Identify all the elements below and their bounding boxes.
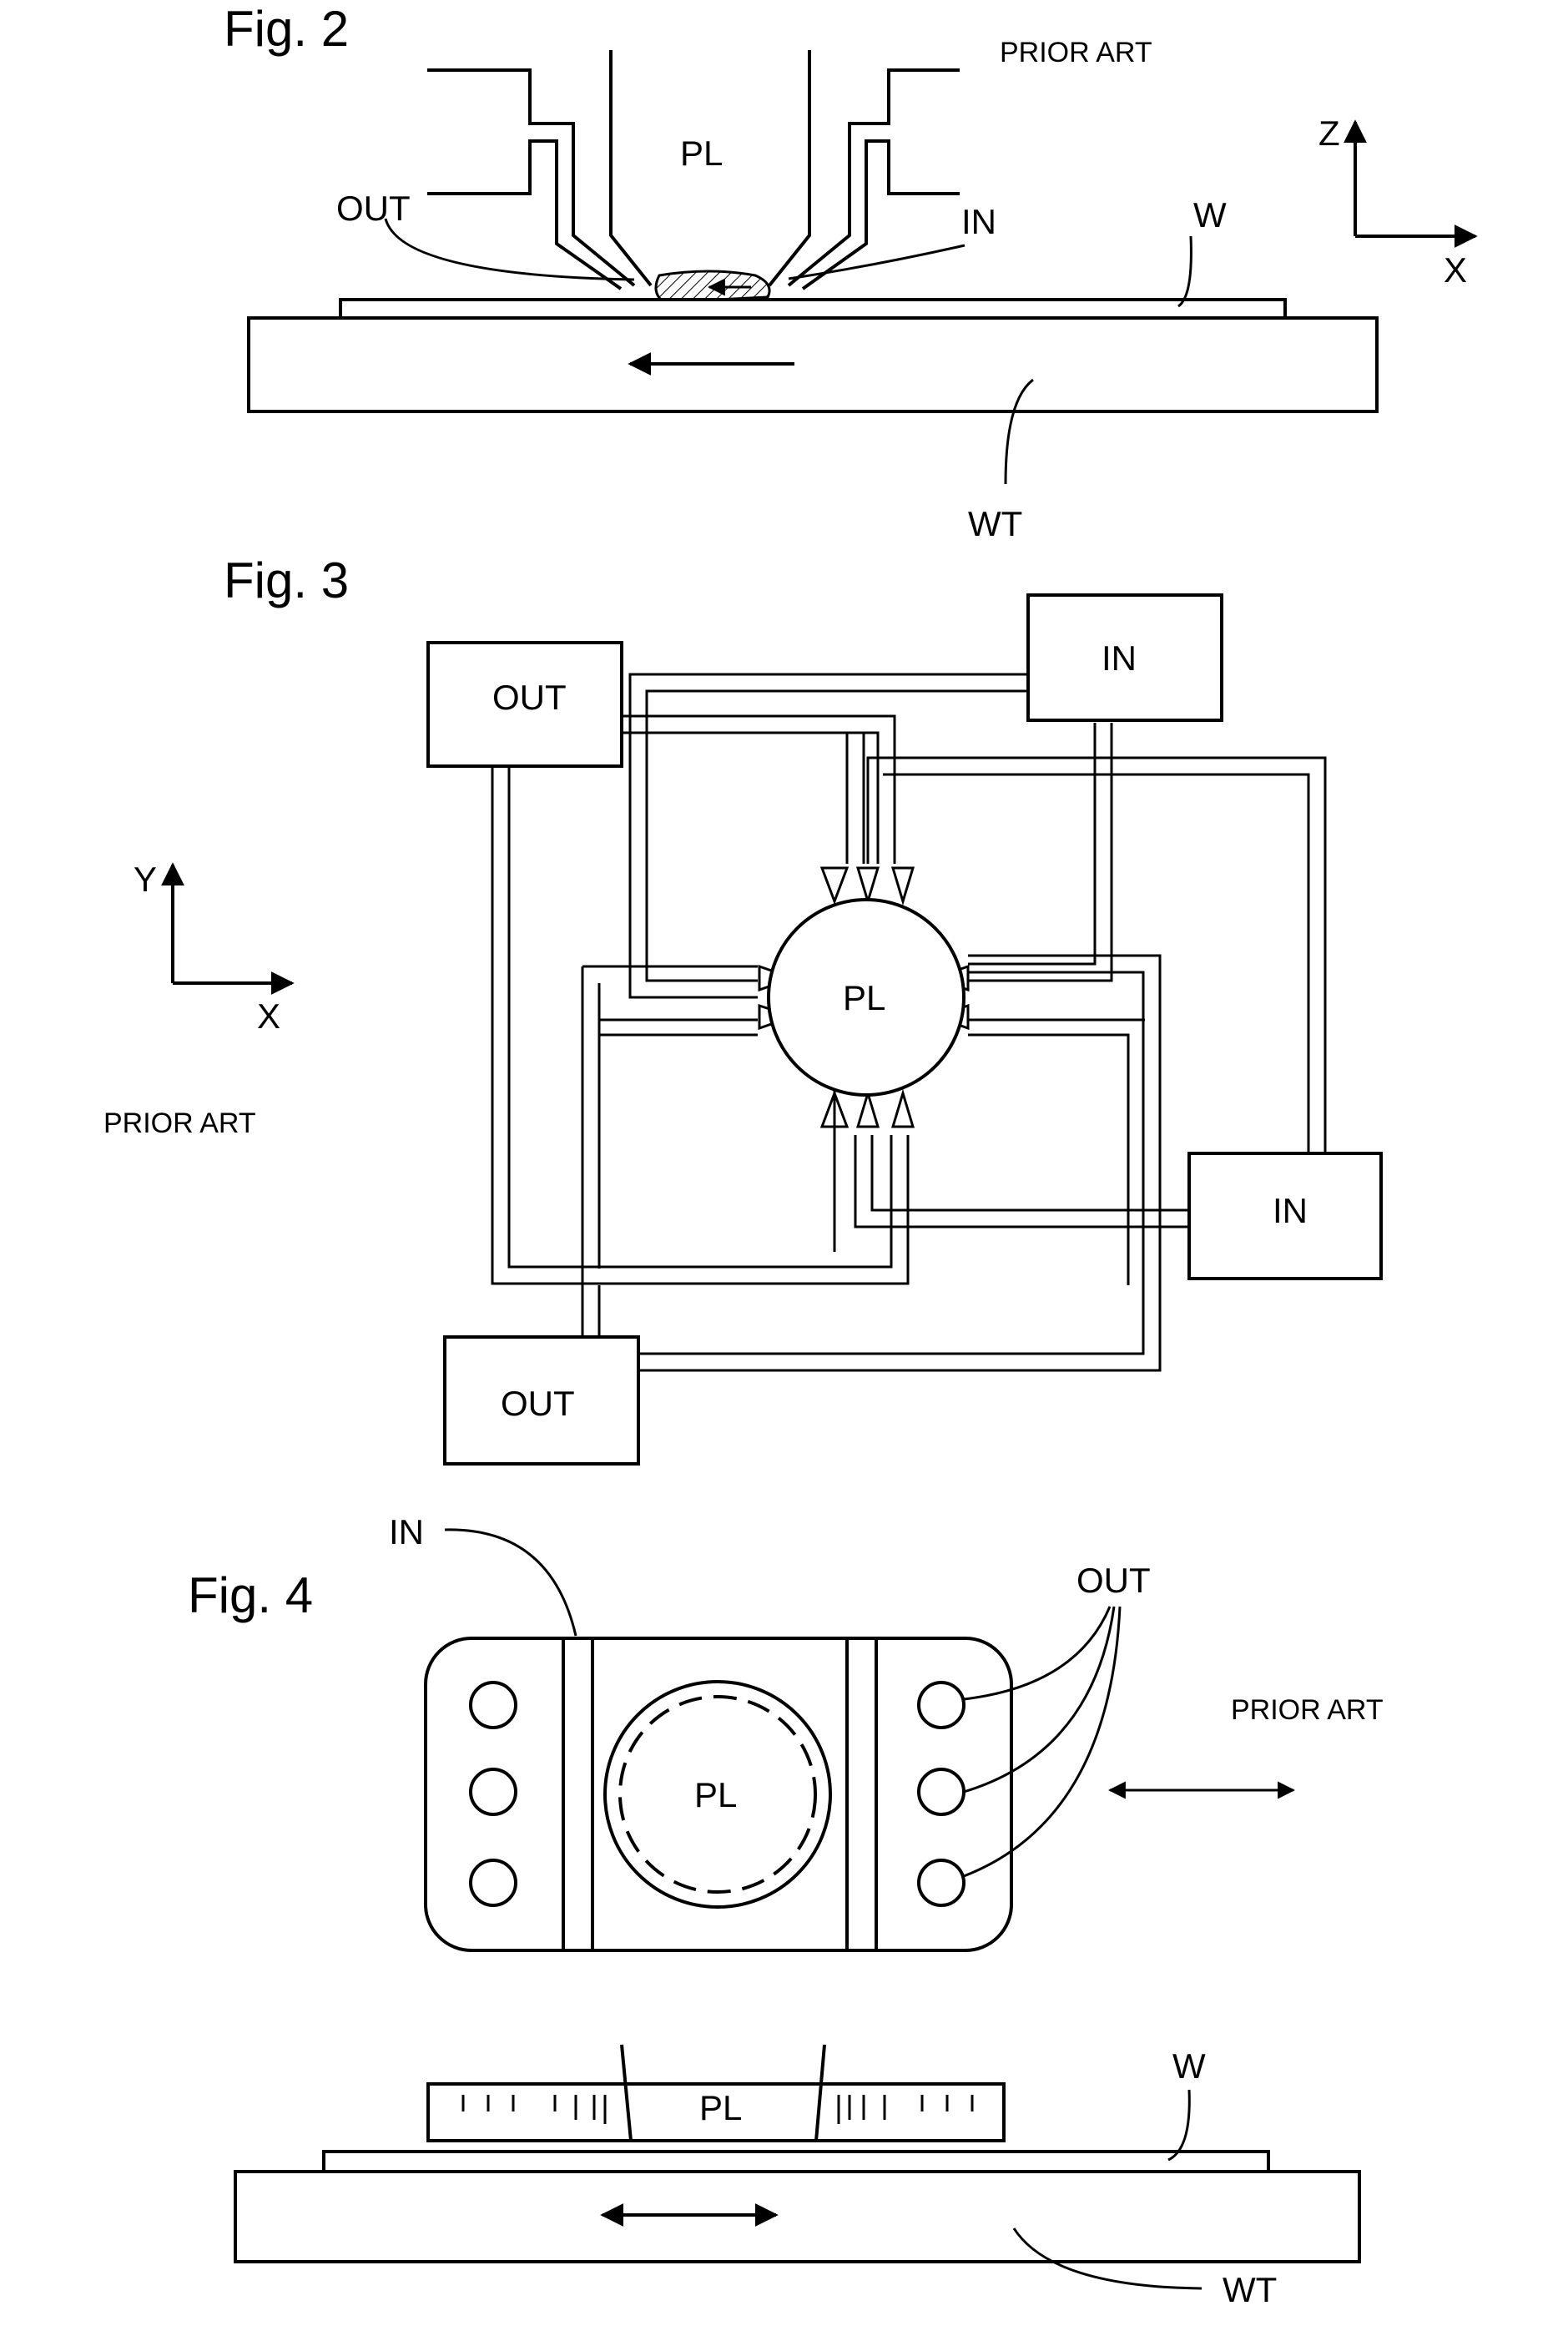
figure-4: Fig. 4 PRIOR ART PL IN OUT xyxy=(188,1512,1384,2309)
fig2-out-label: OUT xyxy=(336,189,411,228)
fig4-in-label: IN xyxy=(389,1512,424,1551)
fig4-wafer-table xyxy=(235,2172,1359,2262)
fig2-in-label: IN xyxy=(961,202,996,241)
fig4-out-label: OUT xyxy=(1076,1561,1151,1600)
fig2-projection-lens-left xyxy=(611,50,651,285)
fig2-wt-label: WT xyxy=(968,504,1022,543)
fig3-in-right-label: IN xyxy=(1273,1191,1308,1230)
fig4-title: Fig. 4 xyxy=(188,1567,313,1623)
figure-3: Fig. 3 PRIOR ART Y X xyxy=(103,552,1381,1464)
fig4-pl-side-label: PL xyxy=(699,2088,742,2127)
fig4-in-leader xyxy=(445,1530,576,1636)
fig2-wafer xyxy=(340,300,1285,318)
figure-2: Fig. 2 PRIOR ART PL OUT IN W WT Z X xyxy=(224,1,1475,543)
fig2-inlet-duct-inner xyxy=(803,141,960,289)
fig3-pl-label: PL xyxy=(843,978,885,1017)
fig2-wafer-table xyxy=(249,318,1377,411)
fig2-w-label: W xyxy=(1193,195,1227,235)
fig3-in-top-label: IN xyxy=(1102,638,1137,678)
fig2-w-leader xyxy=(1178,236,1191,306)
fig3-title: Fig. 3 xyxy=(224,552,349,608)
fig4-wt-label: WT xyxy=(1223,2270,1277,2309)
fig3-x-axis-label: X xyxy=(257,996,280,1036)
fig2-pl-label: PL xyxy=(680,134,723,173)
fig4-prior-art-label: PRIOR ART xyxy=(1231,1694,1384,1726)
fig3-prior-art-label: PRIOR ART xyxy=(103,1107,256,1139)
fig2-prior-art-label: PRIOR ART xyxy=(1000,37,1152,68)
fig4-w-leader xyxy=(1168,2090,1189,2160)
fig4-wafer xyxy=(324,2152,1268,2172)
fig4-w-label: W xyxy=(1172,2046,1206,2086)
fig3-y-axis-label: Y xyxy=(134,860,157,899)
fig3-out-top-label: OUT xyxy=(492,678,567,717)
fig4-pl-top-label: PL xyxy=(694,1775,737,1814)
fig2-outlet-duct-inner xyxy=(427,141,621,289)
fig2-projection-lens-right xyxy=(769,50,809,285)
fig2-title: Fig. 2 xyxy=(224,1,349,57)
fig2-x-axis-label: X xyxy=(1444,250,1467,290)
fig2-z-axis-label: Z xyxy=(1318,114,1340,153)
fig3-out-bottom-label: OUT xyxy=(501,1384,575,1423)
